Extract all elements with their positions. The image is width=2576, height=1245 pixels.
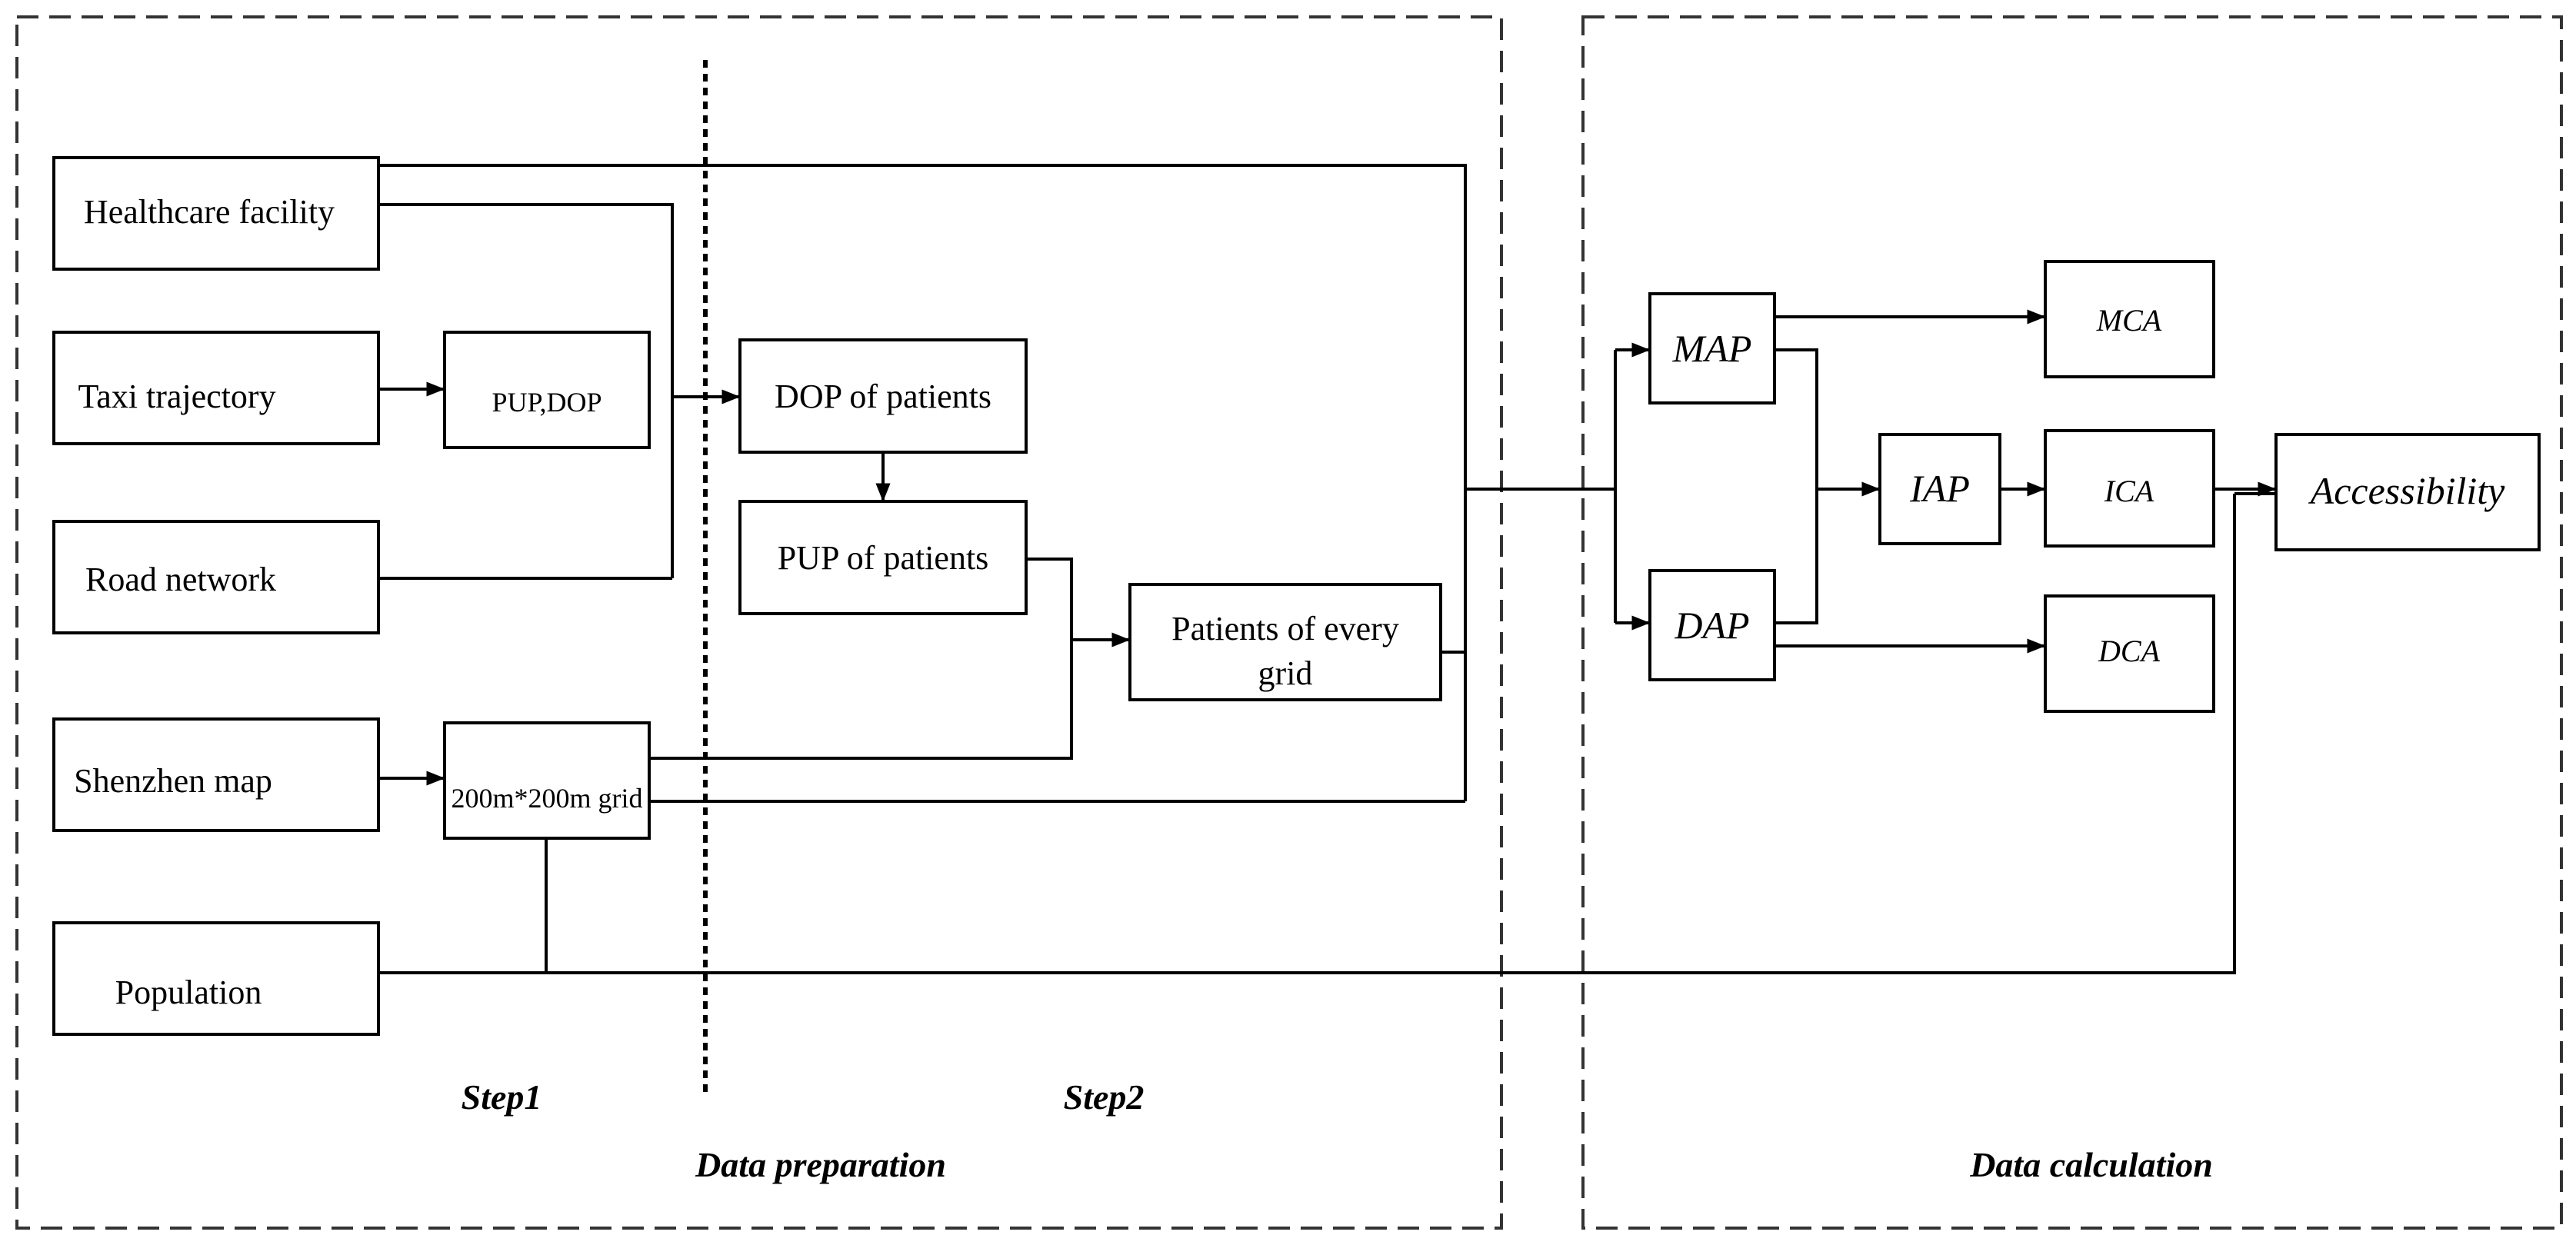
data-preparation-frame <box>15 15 1503 1230</box>
mca-node: MCA <box>2044 260 2215 378</box>
road-network-label: Road network <box>85 561 276 598</box>
data-calculation-label: Data calculation <box>1969 1145 2213 1184</box>
healthcare-facility-node: Healthcare facility <box>52 156 380 271</box>
pup-of-patients-label: PUP of patients <box>778 539 989 577</box>
accessibility-node: Accessibility <box>2274 433 2541 551</box>
population-label: Population <box>115 974 262 1011</box>
dap-node: DAP <box>1648 569 1776 681</box>
step1-label: Step1 <box>462 1077 542 1117</box>
connectors <box>378 164 2277 974</box>
iap-node: IAP <box>1878 433 2001 545</box>
grid-node: 200m*200m grid <box>443 721 651 840</box>
iap-label: IAP <box>1909 467 1970 510</box>
pup-dop-node: PUP,DOP <box>443 331 651 449</box>
pup-dop-label: PUP,DOP <box>492 387 602 418</box>
dop-of-patients-label: DOP of patients <box>775 378 991 415</box>
grid-label: 200m*200m grid <box>452 783 643 814</box>
step2-label: Step2 <box>1064 1077 1145 1117</box>
map-label: MAP <box>1672 327 1752 370</box>
taxi-trajectory-label: Taxi trajectory <box>78 378 275 415</box>
patients-every-grid-line1: Patients of every <box>1171 610 1399 647</box>
shenzhen-map-node: Shenzhen map <box>52 717 380 832</box>
population-node: Population <box>52 921 380 1036</box>
accessibility-label: Accessibility <box>2308 469 2505 512</box>
dop-of-patients-node: DOP of patients <box>738 338 1028 454</box>
dap-label: DAP <box>1674 604 1749 647</box>
data-preparation-label: Data preparation <box>695 1145 946 1184</box>
healthcare-facility-label: Healthcare facility <box>84 193 335 231</box>
map-node: MAP <box>1648 292 1776 404</box>
mca-label: MCA <box>2096 303 2162 338</box>
ica-label: ICA <box>2104 474 2154 508</box>
patients-every-grid-line2: grid <box>1258 654 1313 692</box>
data-calculation-frame <box>1581 15 2563 1230</box>
patients-every-grid-node: Patients of every grid <box>1128 583 1442 701</box>
road-network-node: Road network <box>52 520 380 634</box>
shenzhen-map-label: Shenzhen map <box>74 762 272 800</box>
ica-node: ICA <box>2044 429 2215 548</box>
dca-node: DCA <box>2044 594 2215 713</box>
pup-of-patients-node: PUP of patients <box>738 500 1028 615</box>
taxi-trajectory-node: Taxi trajectory <box>52 331 380 445</box>
dca-label: DCA <box>2098 634 2161 668</box>
